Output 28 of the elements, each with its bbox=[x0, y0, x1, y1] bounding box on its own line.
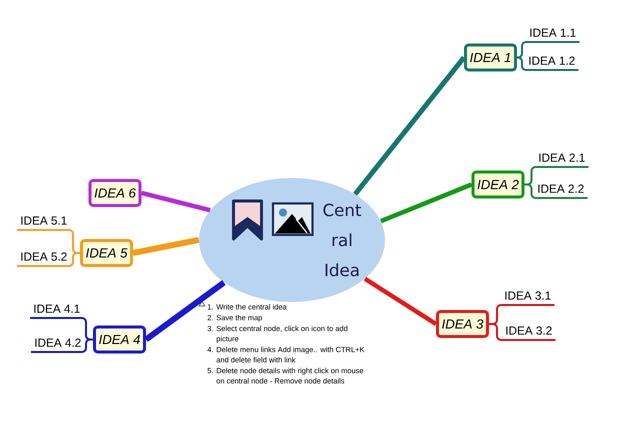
topic-box: IDEA 1 bbox=[464, 44, 517, 72]
subtopic-label: IDEA 5.1 bbox=[21, 216, 67, 225]
subtopic-label: IDEA 1.1 bbox=[530, 28, 576, 37]
branch bbox=[140, 190, 211, 212]
topic-box: IDEA 3 bbox=[436, 310, 489, 338]
subtopic-label: IDEA 2.1 bbox=[539, 154, 585, 162]
subtopic-label: IDEA 3.2 bbox=[506, 326, 552, 335]
topic-box: IDEA 5 bbox=[80, 239, 133, 267]
branch bbox=[144, 280, 226, 342]
connector-line bbox=[17, 252, 80, 267]
subtopic-label: IDEA 4.2 bbox=[35, 338, 81, 347]
subtopic-label: IDEA 5.2 bbox=[21, 252, 67, 261]
subtopic-label: IDEA 3.1 bbox=[505, 291, 551, 300]
subtopic-label: IDEA 1.2 bbox=[529, 56, 575, 65]
connector-line bbox=[524, 184, 588, 199]
topic-box: IDEA 2 bbox=[472, 170, 524, 198]
topic-box: IDEA 4 bbox=[93, 326, 146, 354]
branch bbox=[132, 237, 200, 256]
topic-box: IDEA 6 bbox=[88, 179, 142, 207]
subtopic-label: IDEA 4.1 bbox=[34, 304, 80, 313]
connector-line bbox=[31, 338, 93, 353]
branch bbox=[353, 56, 466, 196]
connector-line bbox=[516, 56, 578, 71]
subtopic-label: IDEA 2.2 bbox=[538, 184, 584, 193]
branch bbox=[364, 276, 438, 326]
branch bbox=[380, 182, 472, 224]
connector-line bbox=[516, 41, 580, 58]
connector-line bbox=[489, 323, 556, 341]
